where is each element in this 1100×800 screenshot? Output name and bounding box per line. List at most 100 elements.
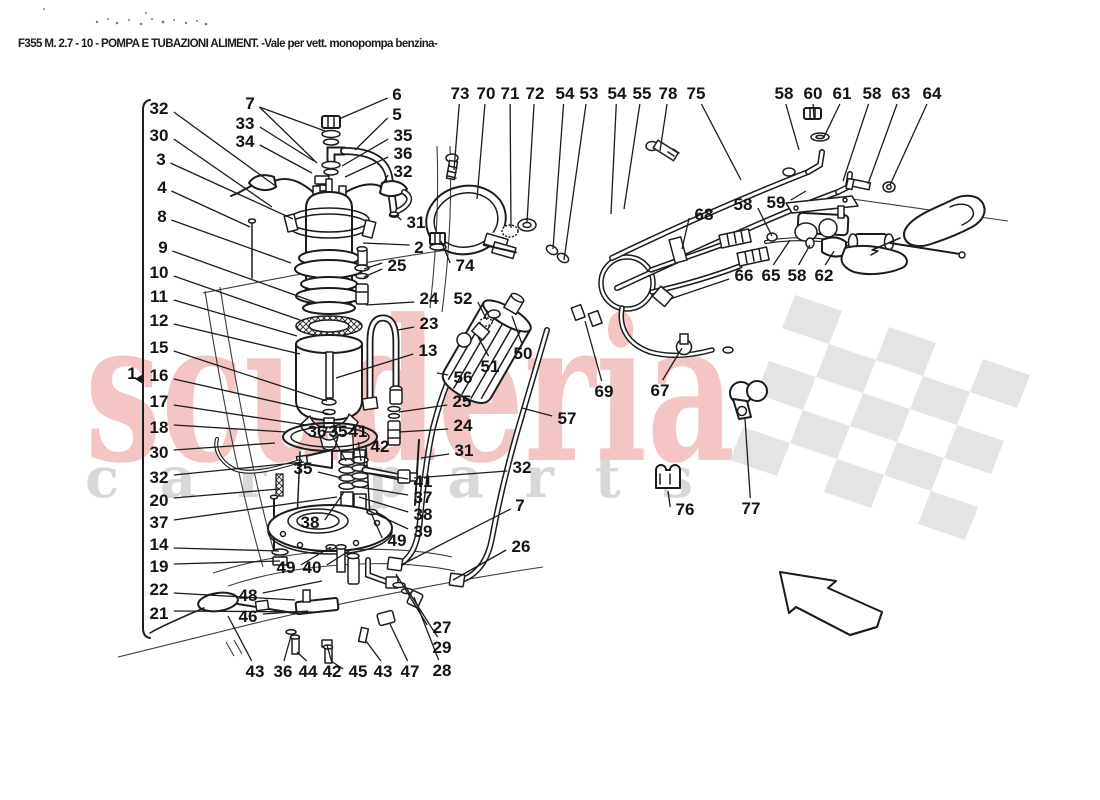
part-label-15: 15 (150, 338, 169, 357)
part-label-69: 69 (595, 382, 614, 401)
checkered-flag-watermark (730, 295, 1030, 540)
part-label-28: 28 (433, 661, 452, 680)
leader-line (330, 660, 344, 670)
leader-line (662, 347, 683, 381)
leader-line (173, 299, 298, 337)
part-label-33: 33 (236, 114, 255, 133)
checker-cell (850, 393, 910, 442)
leader-line (362, 507, 409, 530)
leader-line (173, 323, 301, 355)
leader-line (173, 461, 305, 476)
part-label-6: 6 (392, 85, 401, 104)
part-label-1: 1 (127, 364, 136, 383)
leader-line (681, 217, 690, 250)
part-label-58: 58 (788, 266, 807, 285)
leader-line (772, 239, 791, 266)
part-label-64: 64 (923, 84, 942, 103)
leader-line (368, 472, 409, 480)
leader-line (173, 488, 280, 499)
part-label-22: 22 (150, 580, 169, 599)
leader-line (173, 350, 328, 402)
leader-line (335, 353, 414, 379)
leader-line (259, 126, 315, 162)
leader-line (584, 320, 603, 382)
part-label-3: 3 (156, 150, 165, 169)
leader-line (823, 103, 841, 138)
leader-line (700, 103, 742, 181)
leader-line (365, 640, 382, 662)
part-label-78: 78 (659, 84, 678, 103)
leader-line (452, 549, 507, 581)
leader-line (331, 434, 347, 462)
leader-line (300, 546, 332, 566)
part-label-75: 75 (687, 84, 706, 103)
part-label-34: 34 (236, 132, 255, 151)
part-label-8: 8 (157, 207, 166, 226)
leader-line (341, 138, 389, 167)
part-label-74: 74 (456, 256, 475, 275)
part-label-29: 29 (433, 638, 452, 657)
leader-line (363, 262, 383, 270)
part-label-38: 38 (414, 505, 433, 524)
part-label-36: 36 (394, 144, 413, 163)
part-label-58: 58 (734, 195, 753, 214)
p-clamp (729, 380, 768, 420)
hose-clip (655, 464, 681, 489)
part-label-61: 61 (833, 84, 852, 103)
part-label-24: 24 (420, 289, 439, 308)
leader-line (511, 315, 523, 344)
leader-line (259, 144, 313, 174)
part-labels: 3230348910111215161718303220371419222117… (127, 84, 942, 681)
scan-speckles (43, 8, 208, 26)
leader-line (365, 301, 415, 306)
leader-line (173, 547, 280, 552)
part-label-49: 49 (388, 531, 407, 550)
part-label-39: 39 (414, 522, 433, 541)
part-label-46: 46 (239, 607, 258, 626)
part-label-57: 57 (558, 409, 577, 428)
leader-line (404, 585, 439, 638)
part-label-68: 68 (695, 205, 714, 224)
part-label-71: 71 (501, 84, 520, 103)
part-label-4: 4 (157, 178, 167, 197)
leader-line (453, 103, 460, 171)
part-label-76: 76 (676, 500, 695, 519)
part-label-20: 20 (150, 491, 169, 510)
leader-line (379, 174, 389, 189)
part-label-24: 24 (454, 416, 473, 435)
leader-line (659, 103, 668, 152)
leader-line (259, 106, 326, 132)
part-label-60: 60 (804, 84, 823, 103)
part-label-42: 42 (323, 662, 342, 681)
leader-line (440, 240, 451, 264)
leader-line (173, 424, 287, 433)
part-label-55: 55 (633, 84, 652, 103)
leader-line (509, 103, 512, 229)
checker-cell (790, 410, 850, 459)
leader-line (362, 242, 410, 246)
part-label-41: 41 (349, 422, 368, 441)
checker-cell (876, 327, 936, 376)
part-label-31: 31 (407, 213, 426, 232)
leader-line (358, 496, 409, 513)
part-label-10: 10 (150, 263, 169, 282)
part-label-43: 43 (374, 662, 393, 681)
checker-cell (824, 459, 884, 508)
part-label-31: 31 (455, 441, 474, 460)
part-label-43: 43 (246, 662, 265, 681)
leader-line (173, 442, 276, 451)
leader-line (354, 117, 389, 151)
part-label-62: 62 (815, 266, 834, 285)
support-bracket-arm (840, 194, 986, 276)
leader-line (326, 644, 333, 662)
leader-line (170, 162, 294, 220)
leader-line (398, 404, 448, 413)
leader-line (363, 449, 366, 469)
leader-line (526, 103, 535, 223)
part-label-7: 7 (245, 94, 254, 113)
leader-line (173, 496, 338, 521)
leader-line (797, 244, 811, 266)
part-label-26: 26 (512, 537, 531, 556)
